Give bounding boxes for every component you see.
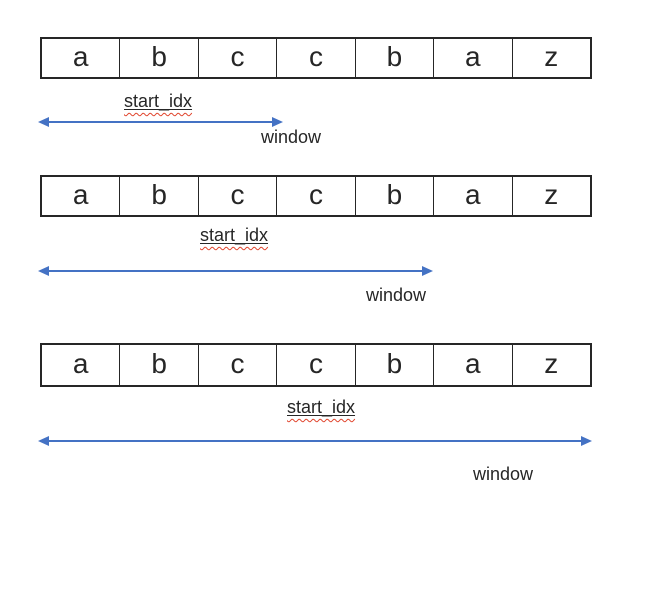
arrow-shaft — [47, 121, 274, 123]
cell-letter: b — [151, 179, 167, 210]
cell-letter: b — [151, 41, 167, 72]
start-idx-label: start_idx — [124, 91, 192, 112]
cell-letter: z — [544, 41, 559, 72]
array-row-2: a b c c b a z — [40, 175, 592, 217]
array-cell: a — [433, 345, 511, 385]
array-row-3: a b c c b a z — [40, 343, 592, 387]
start-idx-text: start_idx — [200, 225, 269, 245]
array-cell: a — [42, 177, 119, 215]
array-cell: a — [433, 177, 511, 215]
array-cell: a — [42, 345, 119, 385]
array-cell: b — [354, 345, 433, 385]
array-cell: z — [511, 345, 590, 385]
array-row-1: a b c c b a z — [40, 37, 592, 79]
arrow-shaft — [47, 440, 583, 442]
cell-letter: z — [544, 179, 559, 210]
window-extent-arrow — [38, 266, 433, 276]
cell-letter: c — [308, 348, 323, 379]
cell-letter: a — [72, 41, 89, 72]
array-cell: a — [433, 39, 511, 77]
right-arrowhead-icon — [581, 436, 592, 446]
cell-letter: b — [386, 179, 403, 210]
start-idx-label: start_idx — [287, 397, 355, 418]
array-cell: b — [354, 177, 433, 215]
window-label: window — [261, 127, 322, 147]
cell-letter: c — [308, 41, 323, 72]
cell-letter: a — [72, 348, 89, 379]
cell-letter: a — [72, 179, 89, 210]
start-idx-text: start_idx — [287, 397, 356, 417]
array-cell: z — [511, 177, 590, 215]
window-extent-arrow — [38, 436, 592, 446]
cell-letter: c — [230, 348, 245, 379]
cell-letter: b — [386, 41, 403, 72]
array-cell: c — [197, 177, 276, 215]
array-cell: b — [119, 39, 197, 77]
cell-letter: c — [308, 179, 323, 210]
cell-letter: z — [544, 348, 559, 379]
right-arrowhead-icon — [272, 117, 283, 127]
array-cell: c — [197, 39, 276, 77]
array-cell: c — [276, 177, 354, 215]
cell-letter: c — [230, 179, 245, 210]
start-idx-text: start_idx — [124, 91, 193, 111]
cell-letter: a — [465, 179, 481, 210]
array-cell: c — [276, 345, 354, 385]
window-label: window — [366, 285, 427, 305]
left-arrowhead-icon — [38, 117, 49, 127]
cell-letter: b — [151, 348, 167, 379]
left-arrowhead-icon — [38, 266, 49, 276]
cell-letter: c — [230, 41, 245, 72]
left-arrowhead-icon — [38, 436, 49, 446]
cell-letter: a — [465, 41, 481, 72]
cell-letter: b — [386, 348, 403, 379]
window-extent-arrow — [38, 117, 283, 127]
array-cell: b — [354, 39, 433, 77]
cell-letter: a — [465, 348, 481, 379]
array-cell: z — [511, 39, 590, 77]
array-cell: b — [119, 177, 197, 215]
start-idx-label: start_idx — [200, 225, 268, 246]
array-cell: c — [197, 345, 276, 385]
array-cell: a — [42, 39, 119, 77]
right-arrowhead-icon — [422, 266, 433, 276]
array-cell: b — [119, 345, 197, 385]
arrow-shaft — [47, 270, 424, 272]
array-cell: c — [276, 39, 354, 77]
window-label: window — [473, 464, 534, 484]
